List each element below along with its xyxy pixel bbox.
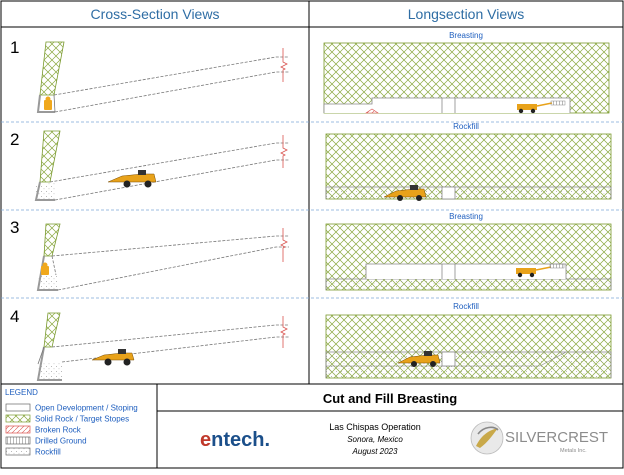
broken-rock — [365, 108, 379, 114]
longsection-header: Longsection Views — [408, 6, 524, 22]
silvercrest-subtitle: Metals Inc. — [560, 448, 587, 454]
legend-item-label: Rockfill — [35, 448, 61, 457]
legend-swatch-drilled — [5, 436, 31, 445]
rockfill-area — [36, 182, 55, 200]
longsection-3 — [325, 223, 612, 291]
silvercrest-wordmark: SILVERCREST — [505, 429, 608, 446]
legend-swatch-broken — [5, 425, 31, 434]
entech-logo: entech. — [200, 429, 270, 451]
ramp-upper — [53, 56, 289, 96]
rockfill-area — [325, 278, 612, 290]
ramp-upper — [51, 324, 289, 348]
drilled-ground — [549, 263, 565, 269]
target-stope — [43, 223, 61, 257]
longsection-label: Rockfill — [453, 122, 479, 131]
longsection-4 — [325, 314, 612, 379]
target-stope — [39, 130, 61, 183]
legend-title: LEGEND — [5, 388, 38, 397]
loader-icon — [383, 185, 427, 201]
loader-icon — [107, 170, 157, 188]
target-stope — [43, 312, 61, 348]
longsection-label: Breasting — [449, 31, 483, 40]
ramp-lower — [57, 246, 289, 291]
rockfill-area — [325, 351, 612, 378]
ramp-access — [441, 186, 456, 200]
longsection-2 — [325, 133, 612, 201]
longsection-1 — [323, 42, 610, 114]
open-stope — [36, 94, 55, 113]
drill-rig-icon — [517, 102, 553, 114]
legend-item-label: Drilled Ground — [35, 437, 87, 446]
cross-section-2 — [34, 130, 289, 201]
drill-rig-icon — [516, 266, 552, 278]
longsection-label: Breasting — [449, 212, 483, 221]
ramp-upper — [49, 142, 289, 183]
legend-item-label: Open Development / Stoping — [35, 404, 138, 413]
cross-section-1 — [36, 41, 289, 113]
cross-section-4 — [36, 312, 289, 381]
ramp-lower — [54, 159, 289, 201]
open-stope — [323, 97, 571, 113]
fault-line-icon — [280, 135, 288, 168]
fill-lift — [326, 351, 567, 367]
legend-swatch-open — [5, 403, 31, 412]
ramp-end — [53, 94, 56, 113]
cross-section-header: Cross-Section Views — [91, 6, 220, 22]
fault-line-icon — [280, 316, 288, 348]
row-number: 4 — [10, 307, 19, 326]
drilled-ground — [550, 100, 566, 106]
row-number: 3 — [10, 218, 19, 237]
rockfill-area — [325, 186, 612, 199]
loader-icon — [397, 351, 441, 367]
cross-section-3 — [36, 223, 289, 291]
loader-icon — [91, 349, 135, 366]
date: August 2023 — [352, 447, 398, 456]
miner-icon — [44, 96, 52, 110]
legend-swatch-solid — [5, 414, 31, 423]
ramp-lower — [54, 71, 289, 113]
rockfill-area — [38, 362, 62, 380]
drawing-title: Cut and Fill Breasting — [323, 391, 457, 406]
ramp-end — [37, 346, 45, 365]
ramp-access — [441, 351, 456, 367]
legend-swatch-rockfill — [5, 447, 31, 456]
fault-line-icon — [280, 228, 288, 262]
legend-item-label: Solid Rock / Target Stopes — [35, 415, 129, 424]
silvercrest-logo: SILVERCREST Metals Inc. — [470, 421, 608, 455]
open-stope — [365, 263, 567, 279]
row-number: 2 — [10, 130, 19, 149]
miner-icon — [41, 262, 49, 275]
operation-name: Las Chispas Operation — [329, 422, 421, 432]
rockfill-area — [38, 274, 58, 290]
ramp-upper — [51, 235, 289, 276]
row-number: 1 — [10, 38, 19, 57]
longsection-label: Rockfill — [453, 302, 479, 311]
fault-line-icon — [280, 48, 288, 82]
location: Sonora, Mexico — [347, 435, 403, 444]
legend-item-label: Broken Rock — [35, 426, 82, 435]
target-stope — [39, 41, 65, 96]
